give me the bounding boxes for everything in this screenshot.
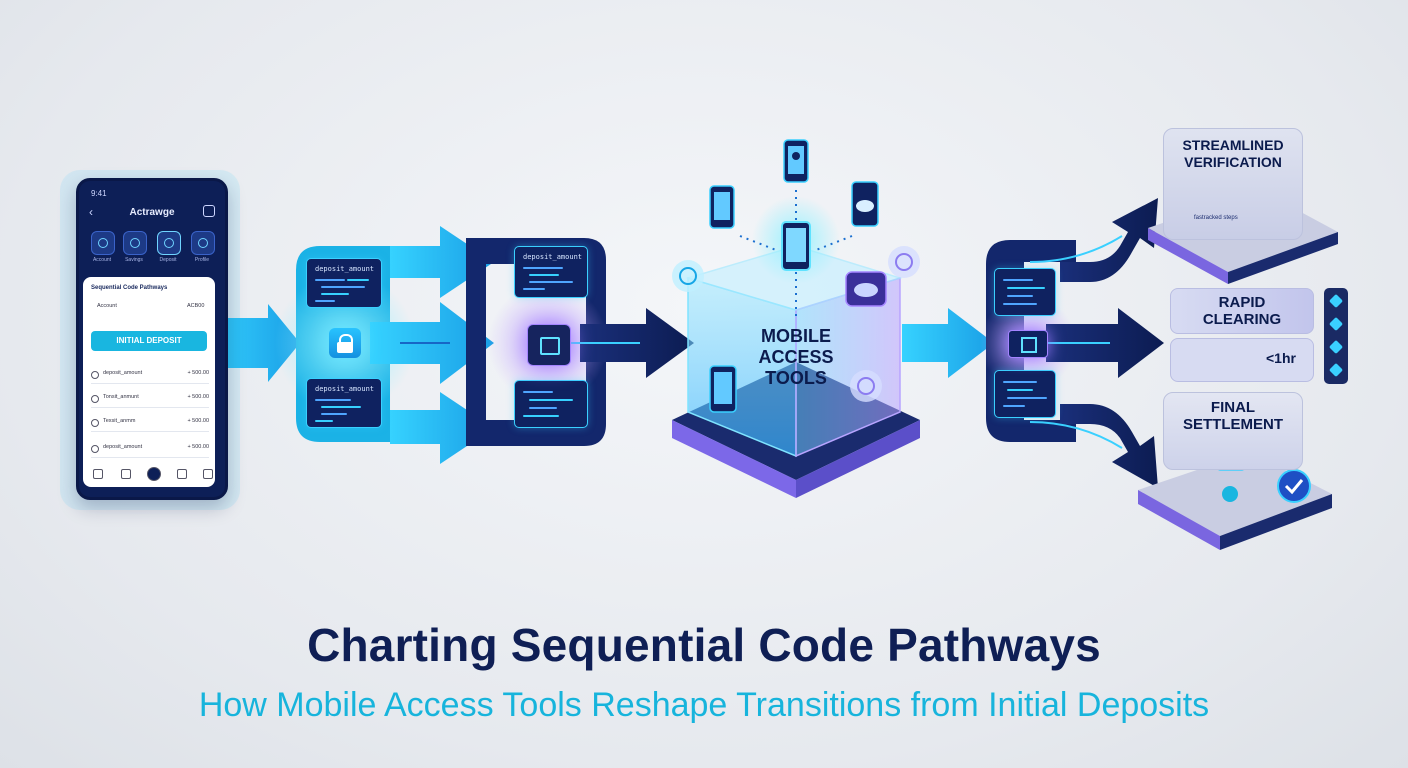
quick-action-label: Account [92,257,112,263]
transaction-icon [91,445,99,453]
code-box-left-bottom: deposit_amount [306,378,382,428]
deposit-card: Sequential Code Pathways Account ACB00 I… [83,277,215,487]
quick-action-account[interactable] [91,231,115,255]
quick-action-savings[interactable] [123,231,147,255]
code-label: deposit_amount [315,385,375,393]
quick-action-deposit[interactable] [157,231,181,255]
account-label: Account [97,303,117,309]
flow-arrow-phone [205,304,300,382]
mobile-phone: 9:41 ‹ Actrawge Account Savings Deposit … [76,178,228,500]
code-box-mid-bottom [514,380,588,428]
row-name: Tonsit_anmunt [103,394,139,400]
processor-chip-icon [527,324,571,366]
device-icons [672,139,920,413]
list-item[interactable]: deposit_amount + 500.00 [91,369,209,384]
flow-arrow-r-top [1060,198,1158,282]
code-box-left-top: deposit_amount [306,258,382,308]
phone-status-time: 9:41 [91,189,107,198]
phone-tab-bar [87,467,215,483]
clearing-metric-panel [1170,338,1314,382]
account-value: ACB00 [187,303,205,309]
router-chip-icon [1008,330,1048,358]
quick-action-label: Deposit [159,257,177,263]
verification-title: STREAMLINED VERIFICATION [1182,137,1284,170]
transfer-icon[interactable] [177,469,187,479]
flow-arrow-l-top [390,226,494,298]
quick-action-label: Profile [194,257,210,263]
initial-deposit-button[interactable]: INITIAL DEPOSIT [91,331,207,351]
flow-line-r-top [1029,235,1123,263]
list-item[interactable]: Texsit_anmm + 500.00 [91,417,209,432]
lock-tab-icon[interactable] [147,467,161,481]
flow-arrow-r-bot [1060,404,1158,488]
row-name: deposit_amount [103,444,143,450]
back-icon[interactable]: ‹ [89,205,93,219]
wallet-icon[interactable] [121,469,131,479]
settlement-panel: FINAL SETTLEMENT [1163,392,1303,470]
row-value: + 500.00 [187,370,209,376]
row-value: + 500.00 [187,394,209,400]
settings-icon[interactable] [203,205,215,217]
main-title: Charting Sequential Code Pathways [307,619,1101,671]
verification-panel: STREAMLINED VERIFICATION fastracked step… [1163,128,1303,240]
clearing-title: RAPID CLEARING [1202,294,1282,328]
flow-line-r-bot [1029,421,1123,449]
flow-arrow-from-cube [902,308,994,378]
row-value: + 500.00 [187,418,209,424]
code-box-right-top [994,268,1056,316]
phone-header-title: Actrawge [129,207,175,218]
clearing-panel: RAPID CLEARING [1170,288,1314,334]
code-label: deposit_amount [315,265,375,273]
mobile-access-tools-label: MOBILE ACCESS TOOLS [740,326,852,389]
profile-icon[interactable] [203,469,213,479]
quick-action-profile[interactable] [191,231,215,255]
cube-line: TOOLS [765,368,827,388]
transaction-icon [91,419,99,427]
code-box-mid-top: deposit_amount [514,246,588,298]
card-title: Sequential Code Pathways [91,285,168,291]
row-name: deposit_amount [103,370,143,376]
list-item[interactable]: deposit_amount + 500.00 [91,443,209,458]
home-icon[interactable] [93,469,103,479]
cube-platform-side-right [796,420,920,498]
code-box-right-bottom [994,370,1056,418]
cube-platform-side-left [672,420,796,498]
subtitle: How Mobile Access Tools Reshape Transiti… [198,686,1210,724]
mid-bracket-spine [466,238,486,446]
verification-caption: fastracked steps [1194,215,1238,221]
status-rail [1324,288,1348,384]
quick-action-label: Savings [125,257,143,263]
flow-arrow-l-bot [390,392,494,464]
settlement-check-icon [1277,469,1311,503]
transaction-icon [91,371,99,379]
settlement-small-check-icon [1222,486,1238,502]
mid-bracket-frame [478,238,606,446]
clearing-metric: <1hr [1266,350,1296,366]
lock-icon [329,328,361,358]
device-connectors [739,190,853,318]
cube-line: ACCESS [758,347,834,367]
row-name: Texsit_anmm [103,418,136,424]
transaction-icon [91,395,99,403]
row-value: + 500.00 [187,444,209,450]
cube-line: MOBILE [761,326,831,346]
settlement-title: FINAL SETTLEMENT [1183,399,1283,433]
list-item[interactable]: Tonsit_anmunt + 500.00 [91,393,209,408]
code-label: deposit_amount [523,253,583,261]
